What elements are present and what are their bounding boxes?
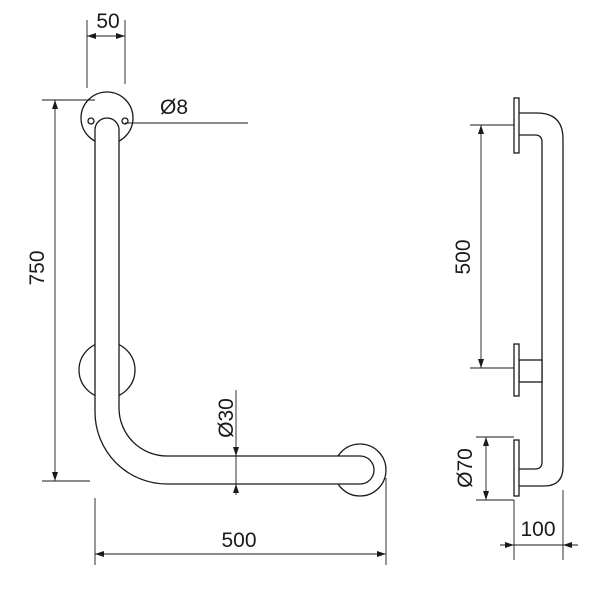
side-middle-support: [518, 359, 543, 383]
front-view: 50 Ø8 750 Ø30: [26, 10, 387, 565]
side-tube-inner: [519, 134, 543, 470]
dim-tube-diameter-label: Ø30: [215, 398, 238, 438]
dim-projection-label: 100: [520, 518, 555, 541]
side-tube-profile: [519, 112, 564, 487]
dimension-flange-diameter: Ø70: [454, 436, 514, 501]
dimension-plate-width: 50: [86, 10, 126, 88]
dimension-tube-diameter: Ø30: [215, 390, 239, 495]
dim-flange-diameter-label: Ø70: [454, 448, 477, 488]
dimension-projection: 100: [500, 490, 578, 560]
dim-spacing-label: 500: [452, 239, 475, 274]
dim-hole-diameter-label: Ø8: [160, 96, 188, 119]
side-top-flange: [513, 97, 520, 154]
dimension-hole-diameter: Ø8: [125, 96, 248, 124]
dim-plate-width-label: 50: [96, 10, 119, 33]
side-view: 500 Ø70 100: [452, 97, 578, 560]
grab-bar-tube: [94, 117, 375, 485]
dimension-length: 500: [94, 478, 387, 565]
mounting-hole-left: [87, 117, 95, 125]
side-middle-flange: [513, 343, 520, 397]
dimension-height: 750: [26, 99, 95, 482]
dim-height-label: 750: [26, 250, 49, 285]
mounting-hole-right: [121, 117, 129, 125]
dim-length-label: 500: [221, 529, 256, 552]
dimension-spacing: 500: [452, 124, 514, 369]
side-bottom-flange: [513, 439, 520, 497]
